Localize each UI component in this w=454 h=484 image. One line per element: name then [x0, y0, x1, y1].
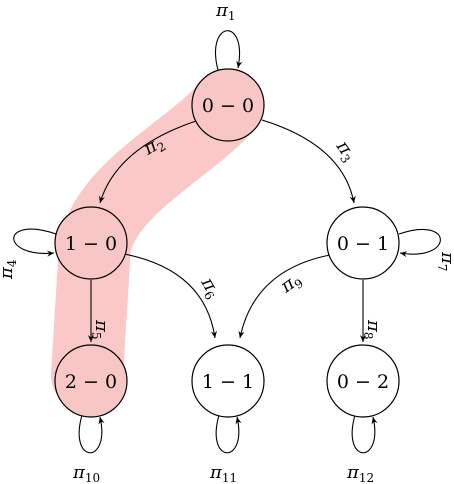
loop-1-1 [215, 414, 242, 454]
loop-0-0 [215, 30, 243, 71]
edge-label-pi5: π5 [89, 319, 112, 339]
loop-label-pi1: π1 [215, 0, 235, 23]
edge-label-pi9: π9 [276, 269, 306, 300]
edge-0-0-to-1-0 [98, 120, 197, 204]
node-circle [191, 344, 265, 418]
node-label: 1 − 1 [202, 371, 254, 393]
state-node-0-2: 0 − 2 [326, 344, 400, 418]
loop-label-pi11: π11 [209, 462, 237, 484]
edge-1-0-to-1-1 [123, 253, 218, 339]
node-circle [326, 344, 400, 418]
node-label: 0 − 1 [337, 233, 389, 255]
self-loops [13, 30, 441, 454]
edge-label-pi8: π8 [361, 319, 384, 339]
loop-label-pi12: π12 [346, 462, 374, 484]
node-circle [326, 206, 400, 280]
state-node-0-0: 0 − 0 [191, 68, 265, 142]
loop-0-1 [398, 228, 441, 258]
node-circle [54, 344, 128, 418]
state-node-1-0: 1 − 0 [54, 206, 128, 280]
node-label: 0 − 0 [202, 95, 254, 117]
node-circle [54, 206, 128, 280]
node-label: 1 − 0 [65, 233, 117, 255]
state-node-1-1: 1 − 1 [191, 344, 265, 418]
edge-0-1-to-1-1 [238, 254, 331, 339]
state-node-0-1: 0 − 1 [326, 206, 400, 280]
loop-label-pi4: π4 [0, 259, 19, 280]
loop-0-2 [351, 414, 378, 454]
edge-label-pi6: π6 [194, 273, 224, 302]
state-node-2-0: 2 − 0 [54, 344, 128, 418]
edges [87, 119, 367, 342]
loop-2-0 [78, 414, 105, 454]
loop-label-pi7: π7 [435, 251, 454, 271]
node-label: 2 − 0 [65, 371, 117, 393]
loop-1-0 [13, 228, 57, 257]
node-circle [191, 68, 265, 142]
edge-0-0-to-0-1 [261, 119, 356, 204]
nodes: 0 − 0 1 − 0 0 − 1 2 − 0 1 − 1 0 − 2 [54, 68, 400, 418]
node-label: 0 − 2 [337, 371, 389, 393]
loop-label-pi10: π10 [72, 462, 100, 484]
